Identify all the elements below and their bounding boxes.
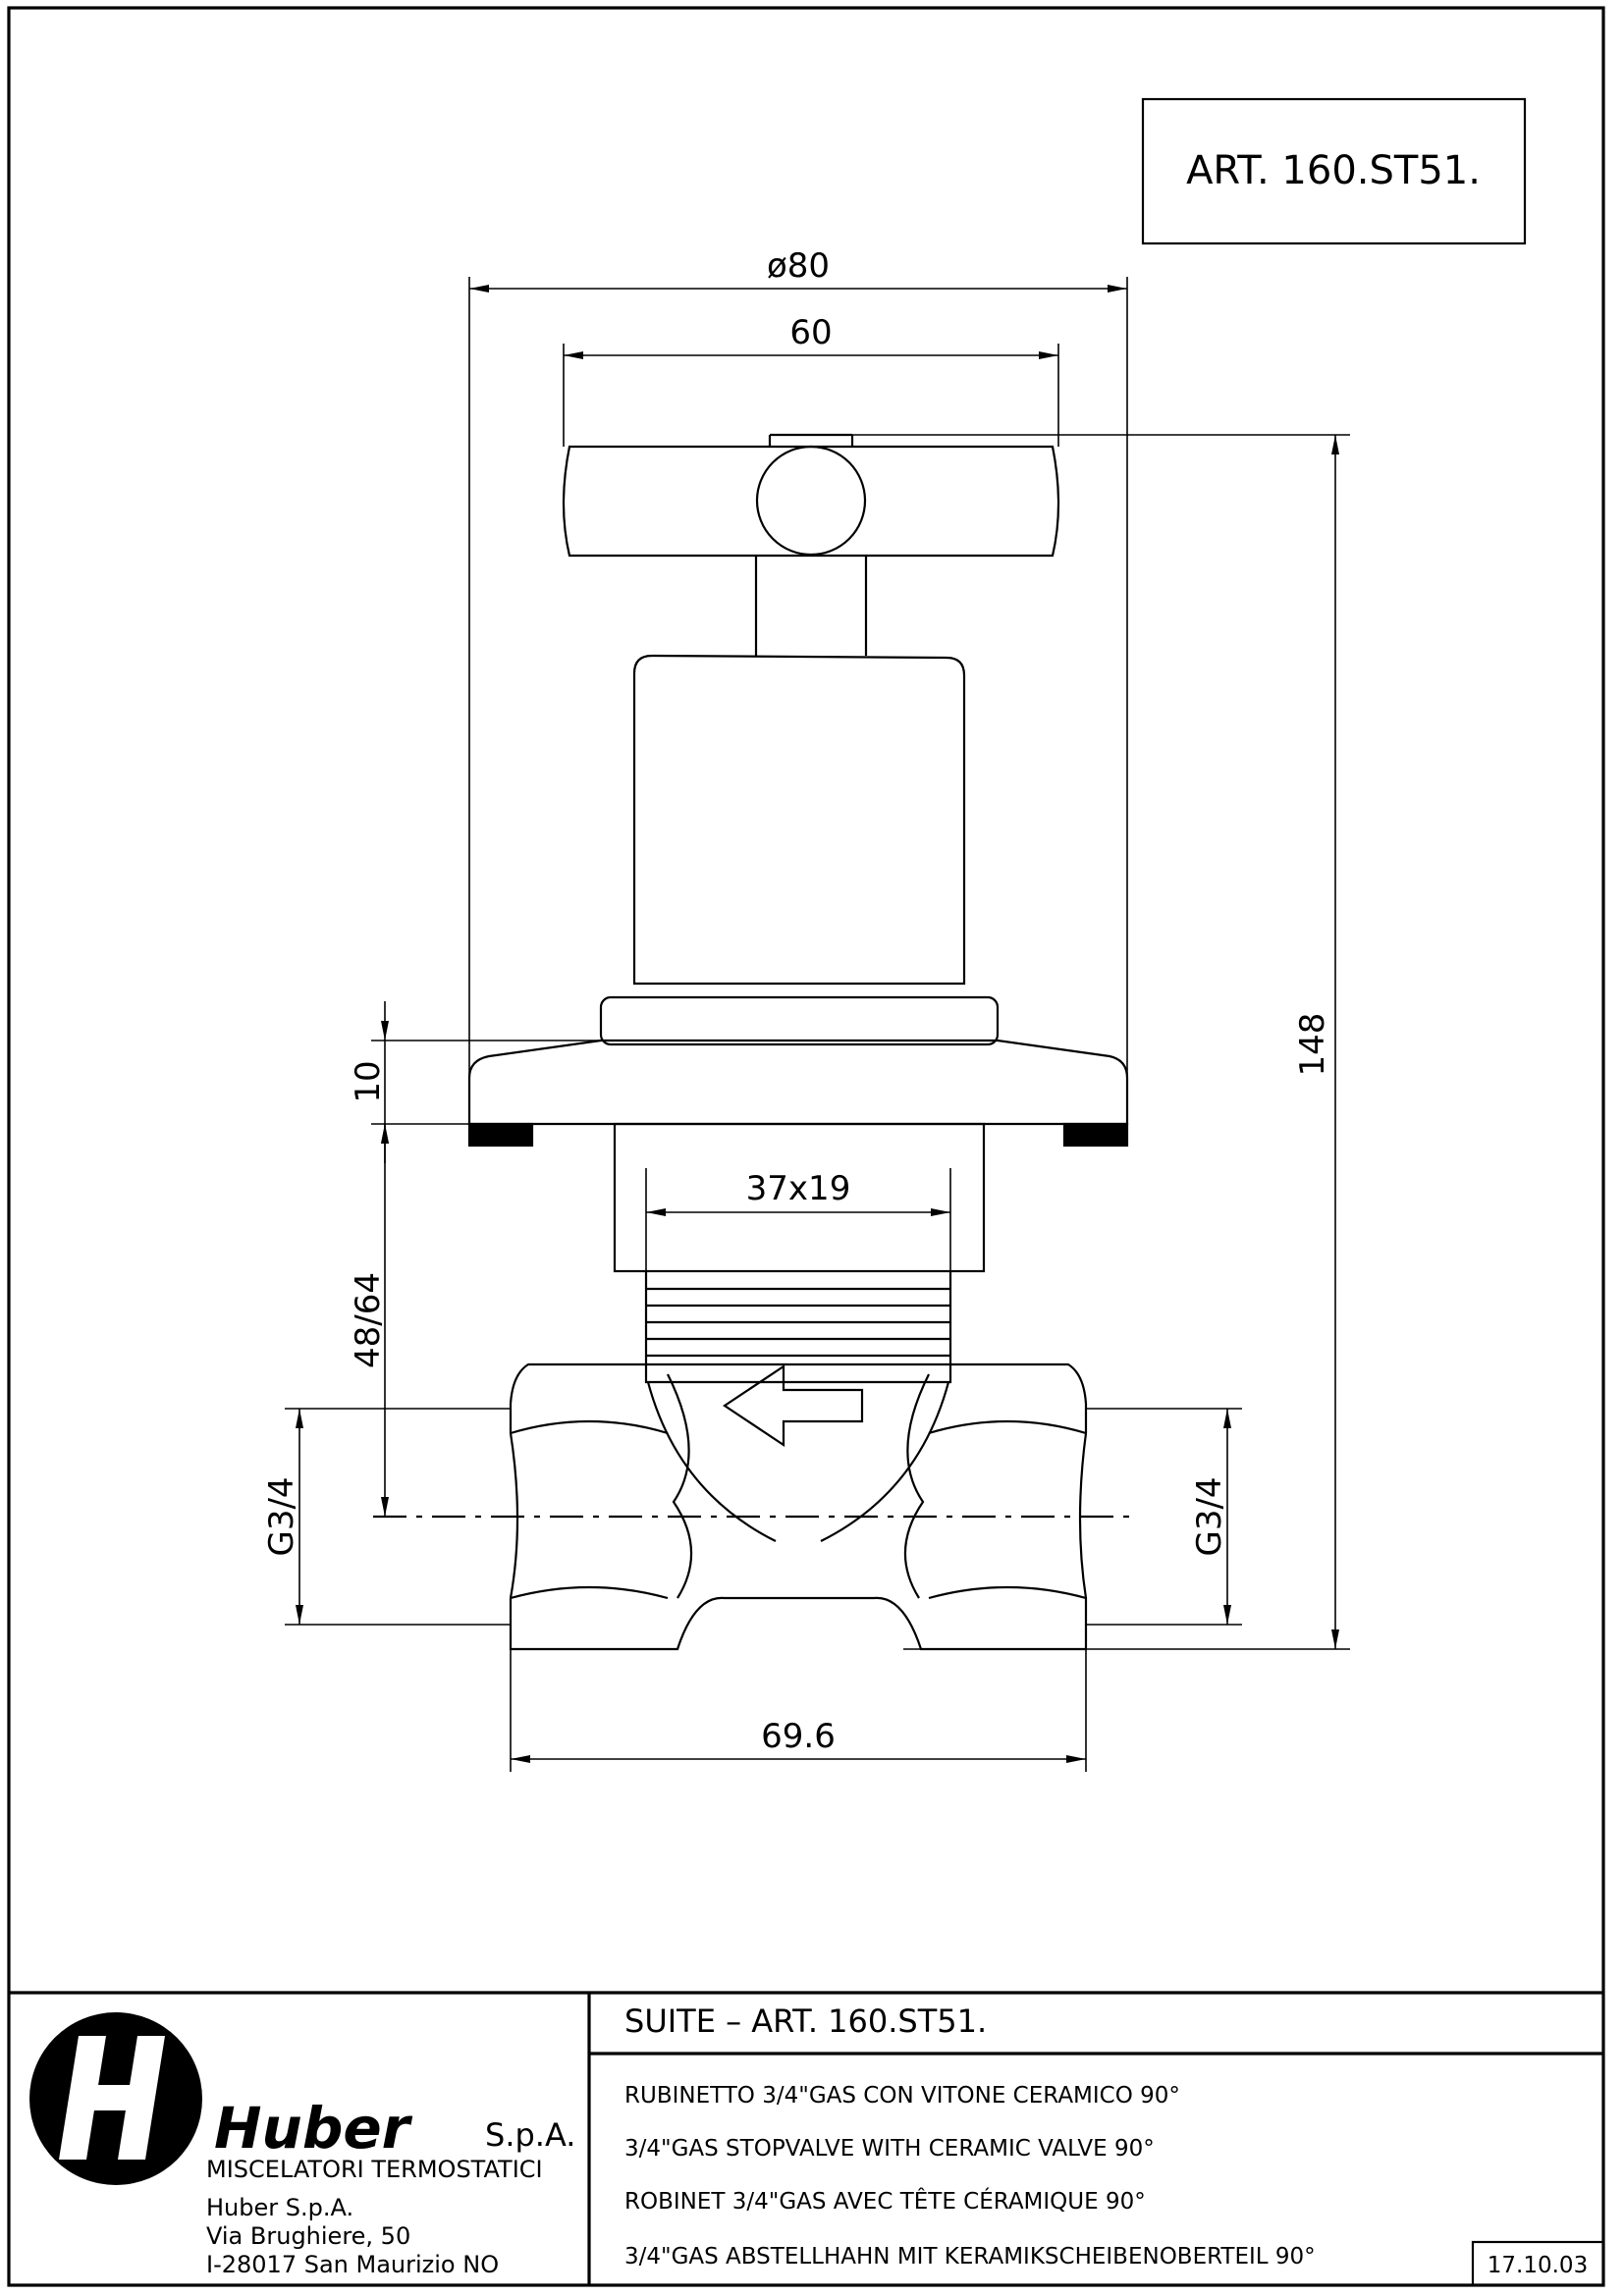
title-block: Huber S.p.A. MISCELATORI TERMOSTATICI Hu… [9, 1991, 1605, 2287]
dim-thread-left: G3/4 [262, 1476, 301, 1556]
bonnet [632, 654, 966, 986]
flow-arrow [723, 1363, 864, 1448]
article-number: ART. 160.ST51. [1186, 148, 1481, 193]
drawing-date: 17.10.03 [1488, 2253, 1588, 2278]
description-en: 3/4"GAS STOPVALVE WITH CERAMIC VALVE 90° [624, 2136, 1155, 2162]
dim-total-height: 148 [1293, 1013, 1332, 1077]
flange [467, 1039, 1129, 1126]
description-de: 3/4"GAS ABSTELLHAHN MIT KERAMIKSCHEIBENO… [624, 2244, 1316, 2269]
address-line-3: I-28017 San Maurizio NO [206, 2251, 499, 2278]
address-line-1: Huber S.p.A. [206, 2194, 353, 2221]
description-it: RUBINETTO 3/4"GAS CON VITONE CERAMICO 90… [624, 2083, 1180, 2109]
dimension-labels: ø80 60 148 10 48/64 37x19 G3/4 G3/4 69.6 [262, 246, 1332, 1756]
dim-depth-range: 48/64 [349, 1272, 388, 1368]
dim-body-width: 69.6 [761, 1717, 836, 1756]
logo-suffix: S.p.A. [485, 2116, 575, 2154]
dimension-lines [285, 277, 1350, 1772]
sheet-border [7, 6, 1605, 2287]
dim-flange-height: 10 [349, 1060, 388, 1102]
description-fr: ROBINET 3/4"GAS AVEC TÊTE CÉRAMIQUE 90° [624, 2187, 1146, 2215]
article-box: ART. 160.ST51. [1141, 97, 1527, 245]
collar [599, 995, 1000, 1046]
handle-hub [755, 445, 867, 557]
dim-thread-right: G3/4 [1190, 1476, 1229, 1556]
dim-handle-width: 60 [789, 313, 832, 352]
dim-spindle: 37x19 [746, 1169, 851, 1208]
valve-neck [613, 1122, 986, 1273]
company-subtitle: MISCELATORI TERMOSTATICI [206, 2156, 543, 2183]
dim-diameter: ø80 [767, 246, 830, 286]
logo-name: Huber [214, 2095, 413, 2162]
valve-body [509, 1362, 1088, 1651]
address-line-2: Via Brughiere, 50 [206, 2222, 410, 2250]
huber-logo-icon [29, 2012, 202, 2185]
valve-drawing [373, 433, 1139, 1651]
product-title: SUITE – ART. 160.ST51. [624, 2002, 987, 2040]
handle-bar [562, 445, 1060, 558]
